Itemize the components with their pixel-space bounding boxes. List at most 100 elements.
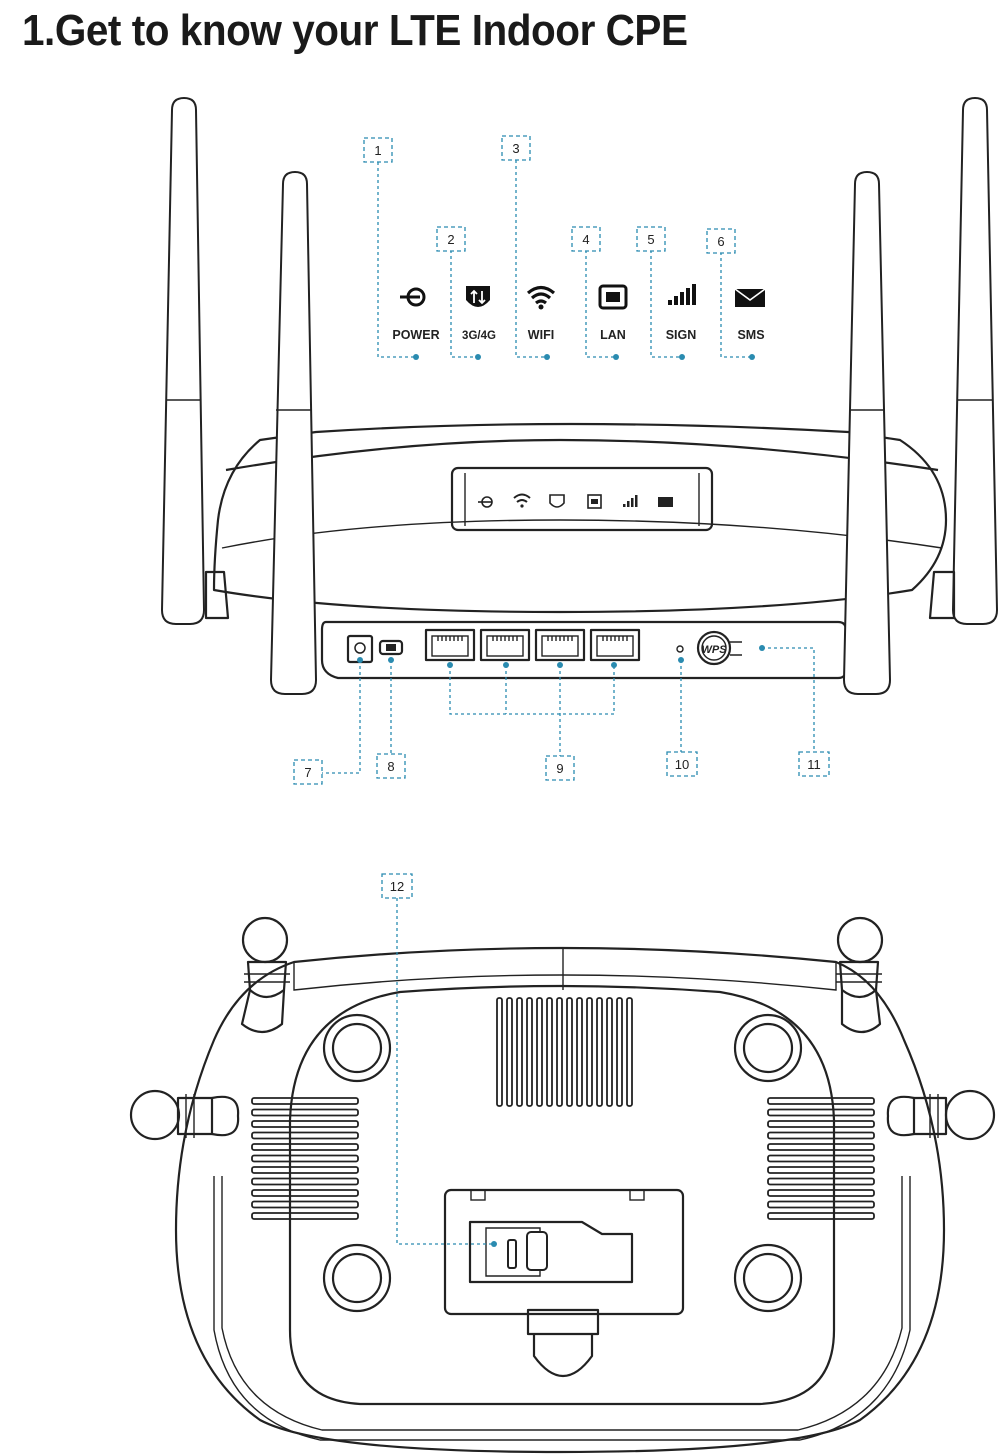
callout-box-6: 6 <box>706 228 736 254</box>
callout-box-4: 4 <box>571 226 601 252</box>
svg-text:11: 11 <box>807 757 821 772</box>
power-switch[interactable] <box>378 639 404 656</box>
svg-text:10: 10 <box>675 757 689 772</box>
wifi-icon <box>526 285 556 310</box>
wifi-label: WIFI <box>528 328 554 342</box>
svg-text:9: 9 <box>556 761 563 776</box>
vent-slot <box>767 1143 875 1151</box>
antenna-stub-side-right <box>886 1089 996 1141</box>
left-side-vent <box>251 1097 359 1220</box>
vent-slot <box>251 1154 359 1163</box>
svg-text:12: 12 <box>390 879 404 894</box>
callout-box-1: 1 <box>363 137 393 163</box>
vent-slot <box>767 1166 875 1174</box>
svg-text:4: 4 <box>582 232 589 247</box>
vent-slot <box>251 1189 359 1197</box>
sim-card-slot-cover[interactable] <box>443 1188 685 1378</box>
shield-arrows-icon <box>466 286 490 307</box>
antenna-left-outer <box>160 96 206 625</box>
vent-slot <box>556 997 563 1107</box>
vent-slot <box>536 997 543 1107</box>
svg-text:3: 3 <box>512 141 519 156</box>
callout-box-3: 3 <box>501 135 531 161</box>
vent-slot <box>586 997 593 1107</box>
antenna-right-outer <box>951 96 999 625</box>
vent-slot <box>251 1120 359 1128</box>
page-title: 1.Get to know your LTE Indoor CPE <box>22 6 688 55</box>
callout-leaders-top <box>322 160 815 774</box>
reset-pinhole[interactable] <box>676 645 684 653</box>
vent-slot <box>606 997 613 1107</box>
indicator-legend: POWER 3G/4G WIFI LAN SIGN SMS <box>392 284 766 342</box>
sim-card-slot[interactable] <box>507 1239 517 1269</box>
callout-box-5: 5 <box>636 226 666 252</box>
vent-slot <box>576 997 583 1107</box>
signal-bars-icon <box>668 284 696 305</box>
vent-slot <box>767 1212 875 1220</box>
antenna-right-inner <box>842 170 956 695</box>
lan-port-4 <box>589 628 641 662</box>
vent-slot <box>767 1177 875 1186</box>
vent-slot <box>251 1097 359 1105</box>
vent-slot <box>616 997 623 1107</box>
wps-button[interactable]: WPS <box>696 630 742 666</box>
vent-slot <box>767 1154 875 1163</box>
antenna-left-inner <box>204 170 318 695</box>
svg-text:7: 7 <box>304 765 311 780</box>
svg-text:2: 2 <box>447 232 454 247</box>
sms-label: SMS <box>737 328 764 342</box>
lan-port-2 <box>479 628 531 662</box>
vent-slot <box>546 997 553 1107</box>
callout-box-11: 11 <box>798 751 830 777</box>
rubber-feet <box>322 1013 803 1313</box>
vent-slot <box>251 1108 359 1117</box>
svg-text:6: 6 <box>717 234 724 249</box>
center-vent <box>496 997 633 1107</box>
lan-port-icon <box>598 284 628 310</box>
vent-slot <box>251 1212 359 1220</box>
callout-box-8: 8 <box>376 753 406 779</box>
lan-port-1 <box>424 628 476 662</box>
vent-slot <box>767 1120 875 1128</box>
vent-slot <box>251 1166 359 1174</box>
vent-slot <box>626 997 633 1107</box>
vent-slot <box>251 1200 359 1209</box>
callout-box-2: 2 <box>436 226 466 252</box>
antenna-stub-top-right <box>836 916 884 1034</box>
vent-slot <box>506 997 513 1107</box>
callout-box-12: 12 <box>381 873 413 899</box>
router-body <box>212 422 948 614</box>
svg-text:5: 5 <box>647 232 654 247</box>
right-side-vent <box>767 1097 875 1220</box>
vent-slot <box>251 1143 359 1151</box>
vent-slot <box>526 997 533 1107</box>
lan-port-3 <box>534 628 586 662</box>
callout-box-10: 10 <box>666 751 698 777</box>
lan-ports[interactable] <box>424 628 641 662</box>
vent-slot <box>596 997 603 1107</box>
vent-slot <box>767 1200 875 1209</box>
rear-port-strip: WPS <box>320 620 848 680</box>
envelope-icon <box>734 288 766 307</box>
wps-label: WPS <box>701 644 727 656</box>
antenna-stub-side-left <box>129 1089 240 1141</box>
vent-slot <box>516 997 523 1107</box>
router-front-view: WPS <box>160 96 999 785</box>
vent-slot <box>251 1131 359 1140</box>
vent-slot <box>767 1189 875 1197</box>
power-plug-icon <box>400 287 426 307</box>
callout-box-7: 7 <box>293 759 323 785</box>
panel-mini-icons <box>478 493 673 509</box>
callout-box-9: 9 <box>545 755 575 781</box>
vent-slot <box>767 1097 875 1105</box>
vent-slot <box>251 1177 359 1186</box>
antenna-stub-top-left <box>240 916 290 1034</box>
lan-label: LAN <box>600 328 626 342</box>
vent-slot <box>767 1108 875 1117</box>
vent-slot <box>566 997 573 1107</box>
svg-text:8: 8 <box>387 759 394 774</box>
net-label: 3G/4G <box>462 330 496 342</box>
svg-text:1: 1 <box>374 143 381 158</box>
vent-slot <box>496 997 503 1107</box>
